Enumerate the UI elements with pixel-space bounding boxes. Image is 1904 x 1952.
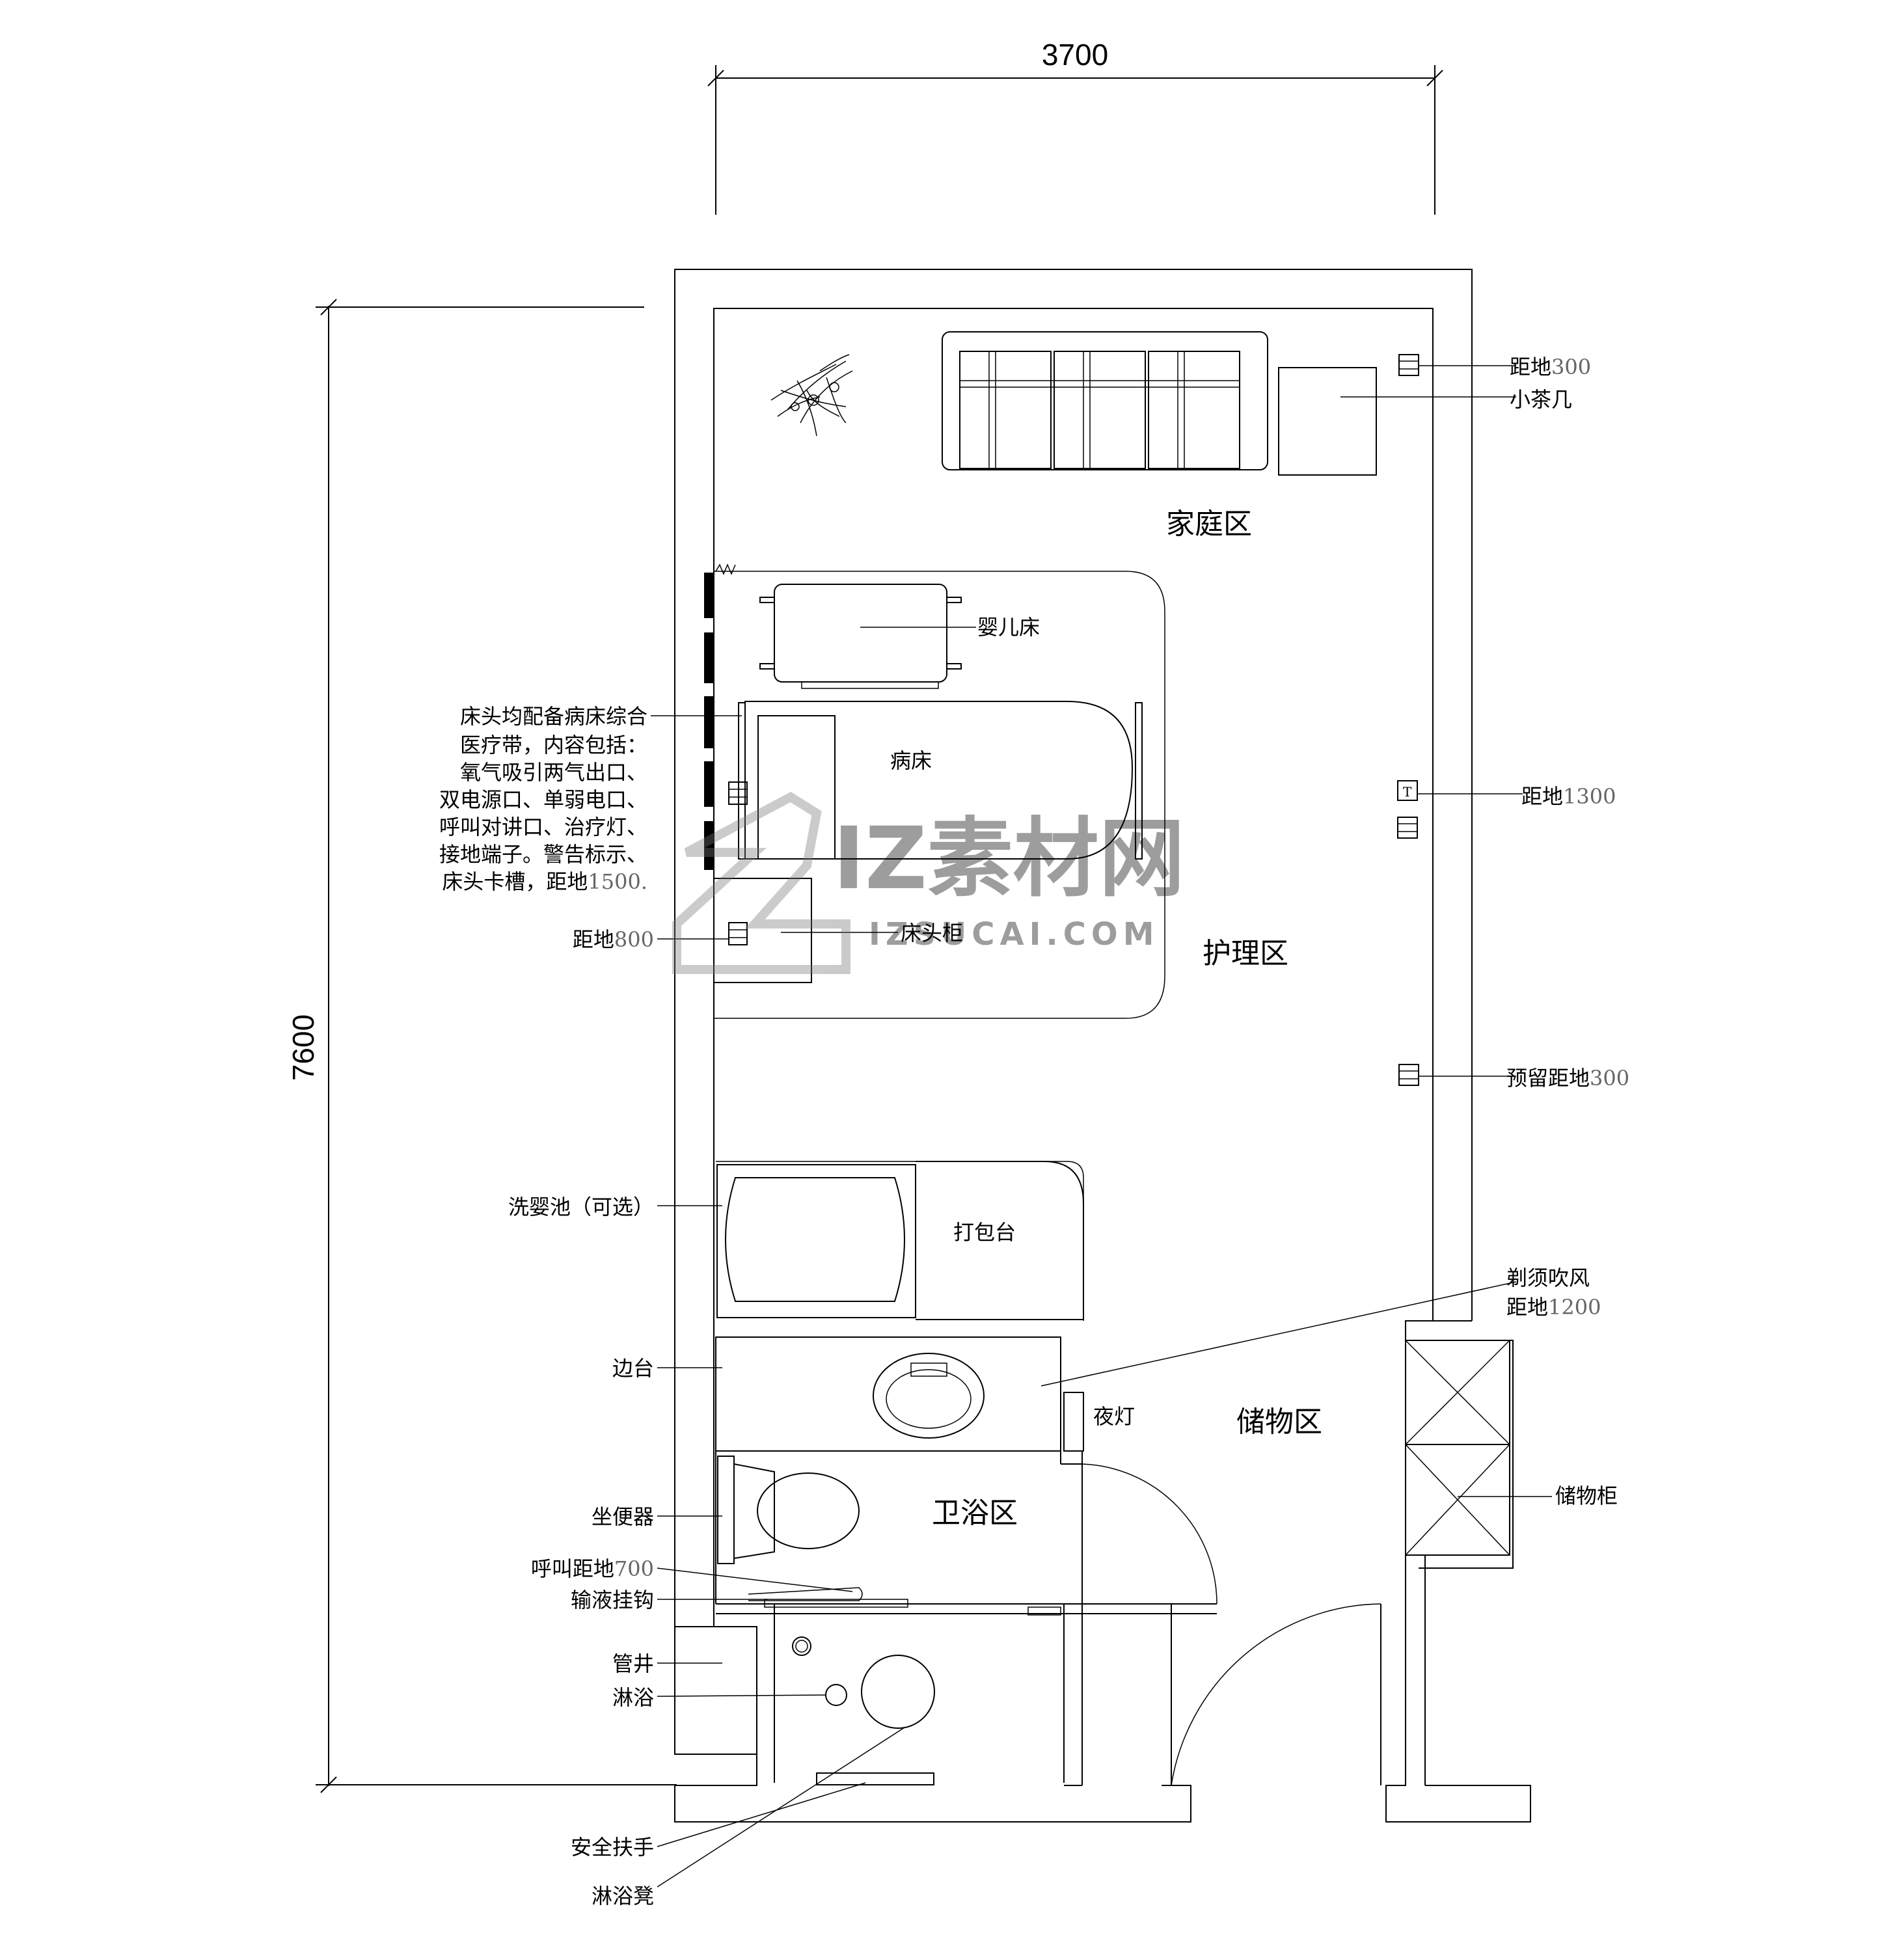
label-packing-table: 打包台	[953, 1220, 1016, 1245]
label-outlet-800: 距地800	[573, 927, 654, 952]
outlet-icon	[1397, 817, 1418, 839]
watermark: IZ素材网 IZSUCAI.COM	[672, 791, 1185, 974]
bathroom	[715, 1336, 1217, 1616]
bed-note-line: 接地端子。警告标示、	[439, 842, 647, 867]
svg-text:T: T	[1403, 784, 1412, 800]
label-bed: 病床	[890, 748, 932, 773]
hospital-bed	[738, 701, 1143, 860]
bed-note-line: 双电源口、单弱电口、	[439, 787, 647, 812]
label-pipe-shaft: 管井	[612, 1651, 654, 1676]
bed-note-line: 氧气吸引两气出口、	[460, 760, 647, 785]
label-baby-bath: 洗婴池（可选）	[508, 1195, 654, 1219]
walls	[674, 269, 1531, 1823]
label-call-700: 呼叫距地700	[531, 1556, 654, 1581]
watermark-brand: IZ素材网	[833, 809, 1185, 909]
watermark-url: IZSUCAI.COM	[869, 916, 1159, 953]
label-night-light: 夜灯	[1093, 1404, 1135, 1429]
leader-lines	[651, 365, 1552, 1888]
baby-bath	[716, 1161, 1084, 1321]
bedside-cabinet	[713, 878, 812, 983]
zone-bath: 卫浴区	[932, 1497, 1018, 1530]
label-outlet-300: 距地300	[1510, 355, 1591, 379]
bed-note-line: 床头卡槽，距地1500.	[442, 869, 647, 894]
outlet-icon	[728, 922, 748, 945]
width-dimension: 3700	[707, 38, 1443, 215]
plant-icon	[770, 354, 853, 437]
medical-headwall	[704, 563, 736, 870]
label-shaver-height: 距地1200	[1506, 1295, 1601, 1320]
label-iv-hook: 输液挂钩	[571, 1588, 654, 1612]
label-shower-stool: 淋浴凳	[592, 1884, 654, 1908]
label-reserved-300: 预留距地300	[1506, 1066, 1629, 1091]
label-side-counter: 边台	[612, 1356, 654, 1381]
tea-table	[1278, 367, 1377, 476]
care-area	[714, 571, 1165, 1019]
label-crib: 婴儿床	[977, 615, 1040, 640]
label-shaver: 剃须吹风	[1506, 1266, 1590, 1290]
outlet-icon	[1398, 1064, 1419, 1086]
shower	[792, 1636, 935, 1785]
sofa	[942, 331, 1268, 470]
floor-drain-icon	[792, 1636, 811, 1656]
width-dimension-label: 3700	[1042, 38, 1108, 72]
storage-cabinet	[1405, 1340, 1514, 1569]
label-outlet-1300: 距地1300	[1521, 784, 1616, 809]
zone-storage: 储物区	[1236, 1405, 1322, 1439]
height-dimension: 7600	[286, 299, 677, 1793]
bed-note-line: 床头均配备病床综合	[460, 704, 647, 729]
bed-note: 床头均配备病床综合 医疗带，内容包括： 氧气吸引两气出口、 双电源口、单弱电口、…	[439, 704, 647, 894]
crib	[759, 584, 962, 689]
telephone-outlet-icon: T	[1397, 780, 1418, 801]
watermark-logo-icon	[672, 791, 850, 974]
label-grab-bar: 安全扶手	[571, 1835, 654, 1860]
label-bedside-cabinet: 床头柜	[901, 921, 963, 945]
label-toilet: 坐便器	[592, 1504, 654, 1529]
zone-care: 护理区	[1203, 937, 1288, 970]
height-dimension-label: 7600	[286, 1014, 320, 1081]
outlet-icon	[1398, 354, 1419, 376]
bed-note-line: 呼叫对讲口、治疗灯、	[439, 815, 647, 839]
outlet-icon	[728, 781, 748, 805]
zone-family: 家庭区	[1166, 508, 1252, 541]
label-shower: 淋浴	[612, 1685, 654, 1710]
label-tea-table: 小茶几	[1510, 387, 1572, 412]
label-storage-cabinet: 储物柜	[1555, 1484, 1618, 1508]
bed-note-line: 医疗带，内容包括：	[460, 733, 647, 757]
